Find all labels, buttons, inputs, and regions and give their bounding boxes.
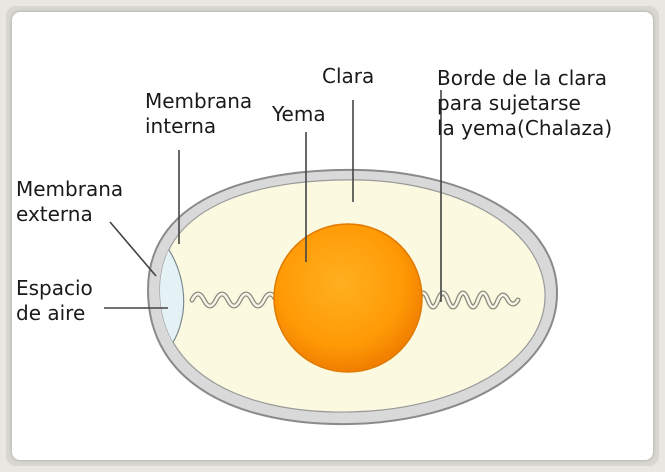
label-chalaza-line1: Borde de la clara <box>437 66 607 90</box>
label-espacio-line2: de aire <box>16 301 85 325</box>
label-chalaza-line2: para sujetarse <box>437 91 581 115</box>
leader-membrana-externa <box>110 222 156 276</box>
label-membrana-interna-line2: interna <box>145 114 216 138</box>
yolk <box>274 224 422 372</box>
label-espacio-line1: Espacio <box>16 276 93 300</box>
label-clara: Clara <box>322 64 374 88</box>
label-chalaza-line3: la yema(Chalaza) <box>437 116 612 140</box>
label-membrana-interna-line1: Membrana <box>145 89 252 113</box>
label-membrana-externa-line2: externa <box>16 202 93 226</box>
label-membrana-externa-line1: Membrana <box>16 177 123 201</box>
label-yema: Yema <box>271 102 326 126</box>
